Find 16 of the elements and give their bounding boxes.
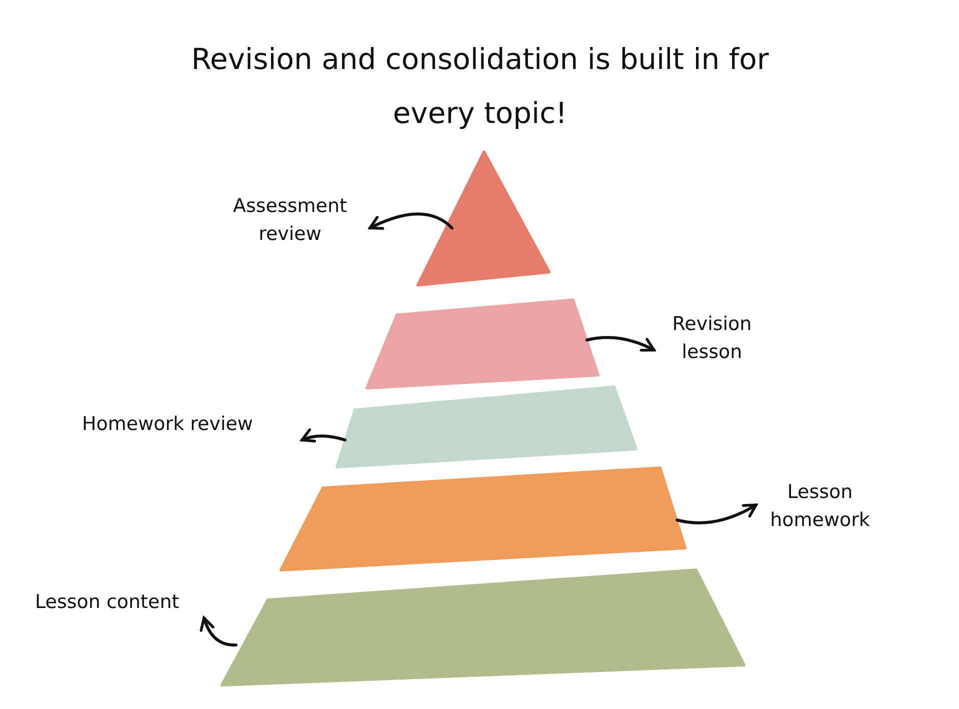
callout-label: Homework review <box>82 410 318 438</box>
callout-label: Lesson content <box>35 588 220 616</box>
curved-arrow <box>200 616 238 646</box>
pyramid-top <box>418 152 549 285</box>
pyramid-tier <box>337 387 636 467</box>
pyramid-tier <box>281 468 685 570</box>
curved-arrow <box>676 504 758 524</box>
pyramid-tier <box>222 570 744 685</box>
callout-label: Revision lesson <box>656 310 768 366</box>
curved-arrow <box>586 336 656 352</box>
curved-arrow <box>368 212 454 230</box>
callout-label: Assessment review <box>212 192 368 248</box>
curved-arrow <box>300 428 346 443</box>
title: Revision and consolidation is built in for every topic! <box>190 41 770 132</box>
pyramid-tier <box>367 300 598 388</box>
callout-label: Lesson homework <box>758 478 882 534</box>
